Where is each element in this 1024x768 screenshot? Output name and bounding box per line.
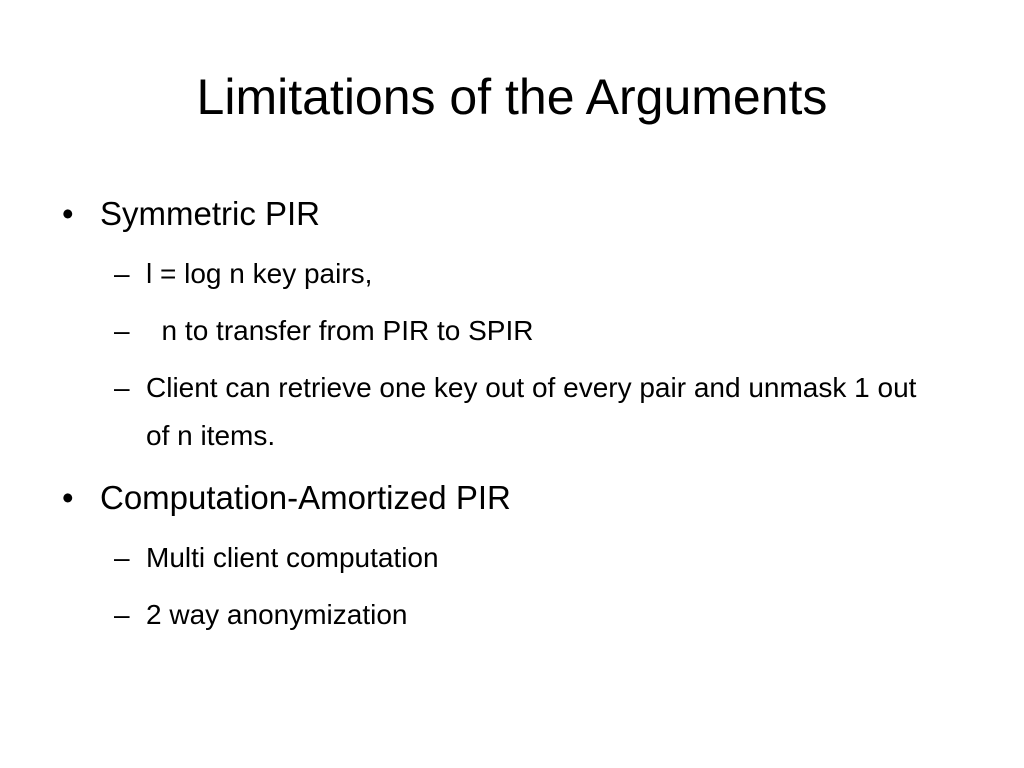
subbullet-text: 2 way anonymization [146, 599, 408, 630]
subbullet-text: n to transfer from PIR to SPIR [146, 315, 534, 346]
subbullet-text: Multi client computation [146, 542, 439, 573]
dash-marker: – [114, 599, 130, 630]
dash-marker: – [114, 315, 130, 346]
bullet-marker: • [62, 479, 74, 516]
bullet-marker: • [62, 195, 74, 232]
bullet-text: Computation-Amortized PIR [100, 479, 511, 516]
bullet-text: Symmetric PIR [100, 195, 321, 232]
dash-marker: – [114, 258, 130, 289]
subbullet-text: Client can retrieve one key out of every… [146, 372, 917, 451]
subbullet-text: l = log n key pairs, [146, 258, 373, 289]
dash-marker: – [114, 372, 130, 403]
slide-title: Limitations of the Arguments [196, 69, 828, 125]
dash-marker: – [114, 542, 130, 573]
